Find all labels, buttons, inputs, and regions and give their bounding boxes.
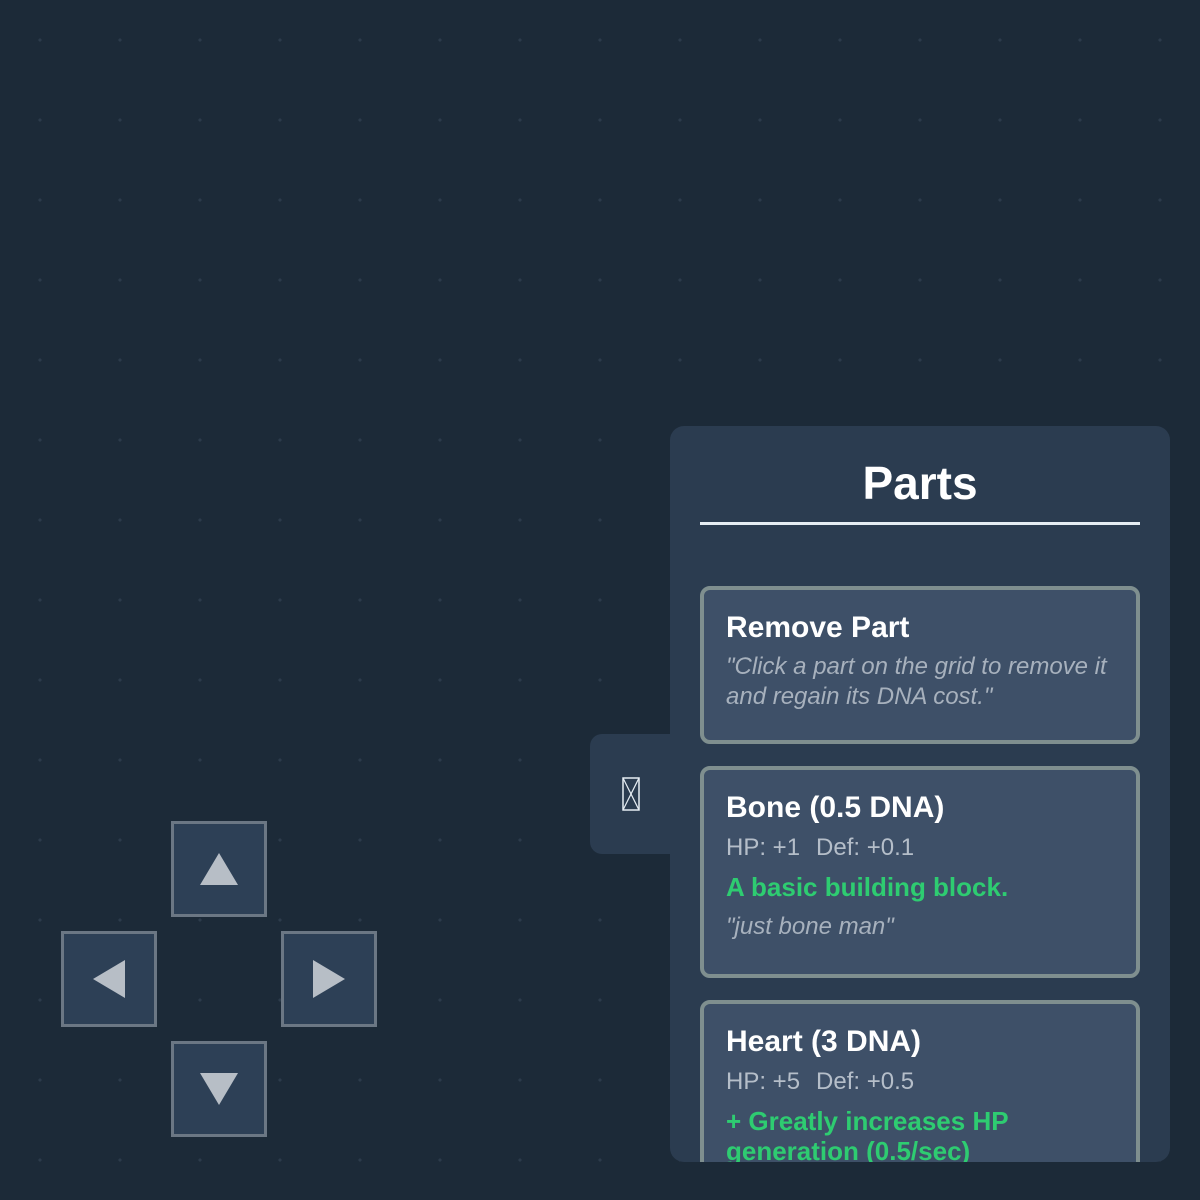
part-stats: HP: +5 Def: +0.5: [726, 1066, 1114, 1098]
arrow-right-icon: [313, 960, 345, 998]
part-effect: + Greatly increases HP generation (0.5/s…: [726, 1106, 1009, 1162]
parts-panel: Parts Remove Part "Click a part on the g…: [670, 426, 1170, 1162]
part-description: "Click a part on the grid to remove it a…: [726, 653, 1107, 710]
part-def-stat: Def: +0.5: [816, 1068, 915, 1095]
part-name: Remove Part: [726, 611, 910, 644]
panel-title: Parts: [700, 426, 1140, 525]
dpad-up-button[interactable]: [171, 821, 267, 917]
dpad-left-button[interactable]: [61, 931, 157, 1027]
part-card-heart[interactable]: Heart (3 DNA) HP: +5 Def: +0.5 + Greatly …: [700, 1000, 1140, 1162]
part-quote: "just bone man": [726, 913, 894, 940]
arrow-left-icon: [93, 960, 125, 998]
part-card-bone[interactable]: Bone (0.5 DNA) HP: +1 Def: +0.1 A basic b…: [700, 766, 1140, 978]
dpad-down-button[interactable]: [171, 1041, 267, 1137]
collapse-toggle-icon: [622, 777, 640, 811]
arrow-down-icon: [200, 1073, 238, 1105]
part-hp-stat: HP: +1: [726, 834, 801, 861]
part-def-stat: Def: +0.1: [816, 834, 915, 861]
part-name: Bone (0.5 DNA): [726, 791, 945, 824]
arrow-up-icon: [200, 853, 238, 885]
part-effect: A basic building block.: [726, 872, 1009, 902]
part-name: Heart (3 DNA): [726, 1025, 922, 1058]
part-stats: HP: +1 Def: +0.1: [726, 832, 1114, 864]
part-card-remove[interactable]: Remove Part "Click a part on the grid to…: [700, 586, 1140, 744]
part-hp-stat: HP: +5: [726, 1068, 801, 1095]
dpad-right-button[interactable]: [281, 931, 377, 1027]
parts-list: Remove Part "Click a part on the grid to…: [700, 586, 1140, 1162]
